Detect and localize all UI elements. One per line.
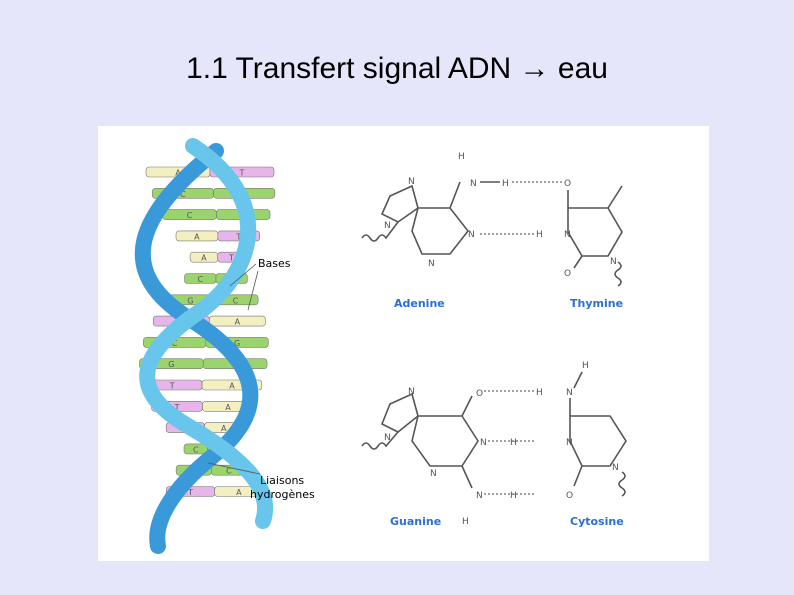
adenine-thymine-pair: N N N N N H H O H N N O Adenine Thymine — [362, 152, 623, 310]
guanine-o6: O — [476, 389, 483, 399]
guanine-n2-bond — [462, 466, 472, 488]
guanine-n3: N — [430, 469, 437, 479]
base-letter-left: G — [187, 296, 193, 305]
adenine-imidazole-ring — [382, 186, 418, 222]
base-letter-right: A — [235, 318, 241, 327]
slide-title: 1.1 Transfert signal ADN → eau — [0, 52, 794, 86]
bases-label: Bases — [258, 257, 291, 270]
adenine-n9: N — [384, 221, 391, 231]
guanine-cytosine-pair: N N O N N N H H N H H N N H O Guanine Cy… — [362, 361, 626, 528]
adenine-sugar-link — [362, 222, 398, 241]
guanine-n7: N — [408, 387, 415, 397]
cytosine-co2 — [574, 466, 582, 486]
dna-illustration: .bond { stroke:#444; stroke-width:1; str… — [98, 126, 709, 561]
base-letter-right: A — [236, 488, 242, 497]
adenine-h6b: H — [502, 179, 509, 189]
dna-figure: .bond { stroke:#444; stroke-width:1; str… — [98, 126, 709, 561]
cytosine-ring — [570, 416, 626, 466]
base-letter-right: A — [229, 382, 235, 391]
guanine-sugar-link — [362, 432, 398, 449]
cytosine-n4: N — [566, 388, 573, 398]
base-letter-left: C — [193, 445, 199, 454]
base-letter-left: A — [194, 232, 200, 241]
guanine-label: Guanine — [390, 515, 441, 528]
adenine-pyrimidine-ring — [412, 208, 468, 254]
adenine-n3: N — [428, 259, 435, 269]
cytosine-label: Cytosine — [570, 515, 624, 528]
adenine-n1: N — [468, 230, 475, 240]
base-letter-right: A — [225, 403, 231, 412]
guanine-h2b: H — [510, 491, 517, 501]
guanine-imidazole-ring — [382, 394, 418, 432]
base-letter-left: C — [187, 211, 193, 220]
cytosine-o2: O — [566, 491, 573, 501]
base-letter-left: C — [197, 275, 203, 284]
guanine-h2: H — [462, 517, 469, 527]
base-letter-left: T — [169, 382, 175, 391]
base-letter-right: A — [221, 424, 227, 433]
bonds-label-line2: hydrogènes — [250, 488, 315, 501]
base-letter-right: C — [233, 296, 239, 305]
thymine-methyl — [608, 186, 622, 208]
base-letter-right: T — [239, 169, 245, 178]
cytosine-h4b: H — [582, 361, 589, 371]
cytosine-nh — [574, 372, 582, 388]
guanine-n2: N — [476, 491, 483, 501]
cytosine-h4: H — [536, 388, 543, 398]
base-letter-left: A — [201, 254, 207, 263]
guanine-co6 — [462, 396, 472, 416]
cytosine-sugar-link — [619, 472, 625, 496]
thymine-label: Thymine — [570, 297, 623, 310]
guanine-n1: N — [480, 438, 487, 448]
adenine-amine-bond — [450, 182, 460, 208]
base-letter-left: G — [168, 360, 174, 369]
cytosine-n1: N — [612, 463, 619, 473]
guanine-pyrimidine-ring — [412, 416, 478, 466]
adenine-label: Adenine — [394, 297, 445, 310]
adenine-h6a: H — [458, 152, 465, 162]
guanine-n9: N — [384, 433, 391, 443]
thymine-o2: O — [564, 269, 571, 279]
thymine-co2 — [574, 256, 582, 268]
thymine-o4: O — [564, 179, 571, 189]
thymine-h3: H — [536, 230, 543, 240]
bonds-label-line1: Liaisons — [260, 474, 304, 487]
guanine-h1: H — [510, 438, 517, 448]
thymine-ring — [568, 208, 622, 256]
adenine-n6: N — [470, 179, 477, 189]
thymine-n1: N — [610, 257, 617, 267]
adenine-n7: N — [408, 177, 415, 187]
